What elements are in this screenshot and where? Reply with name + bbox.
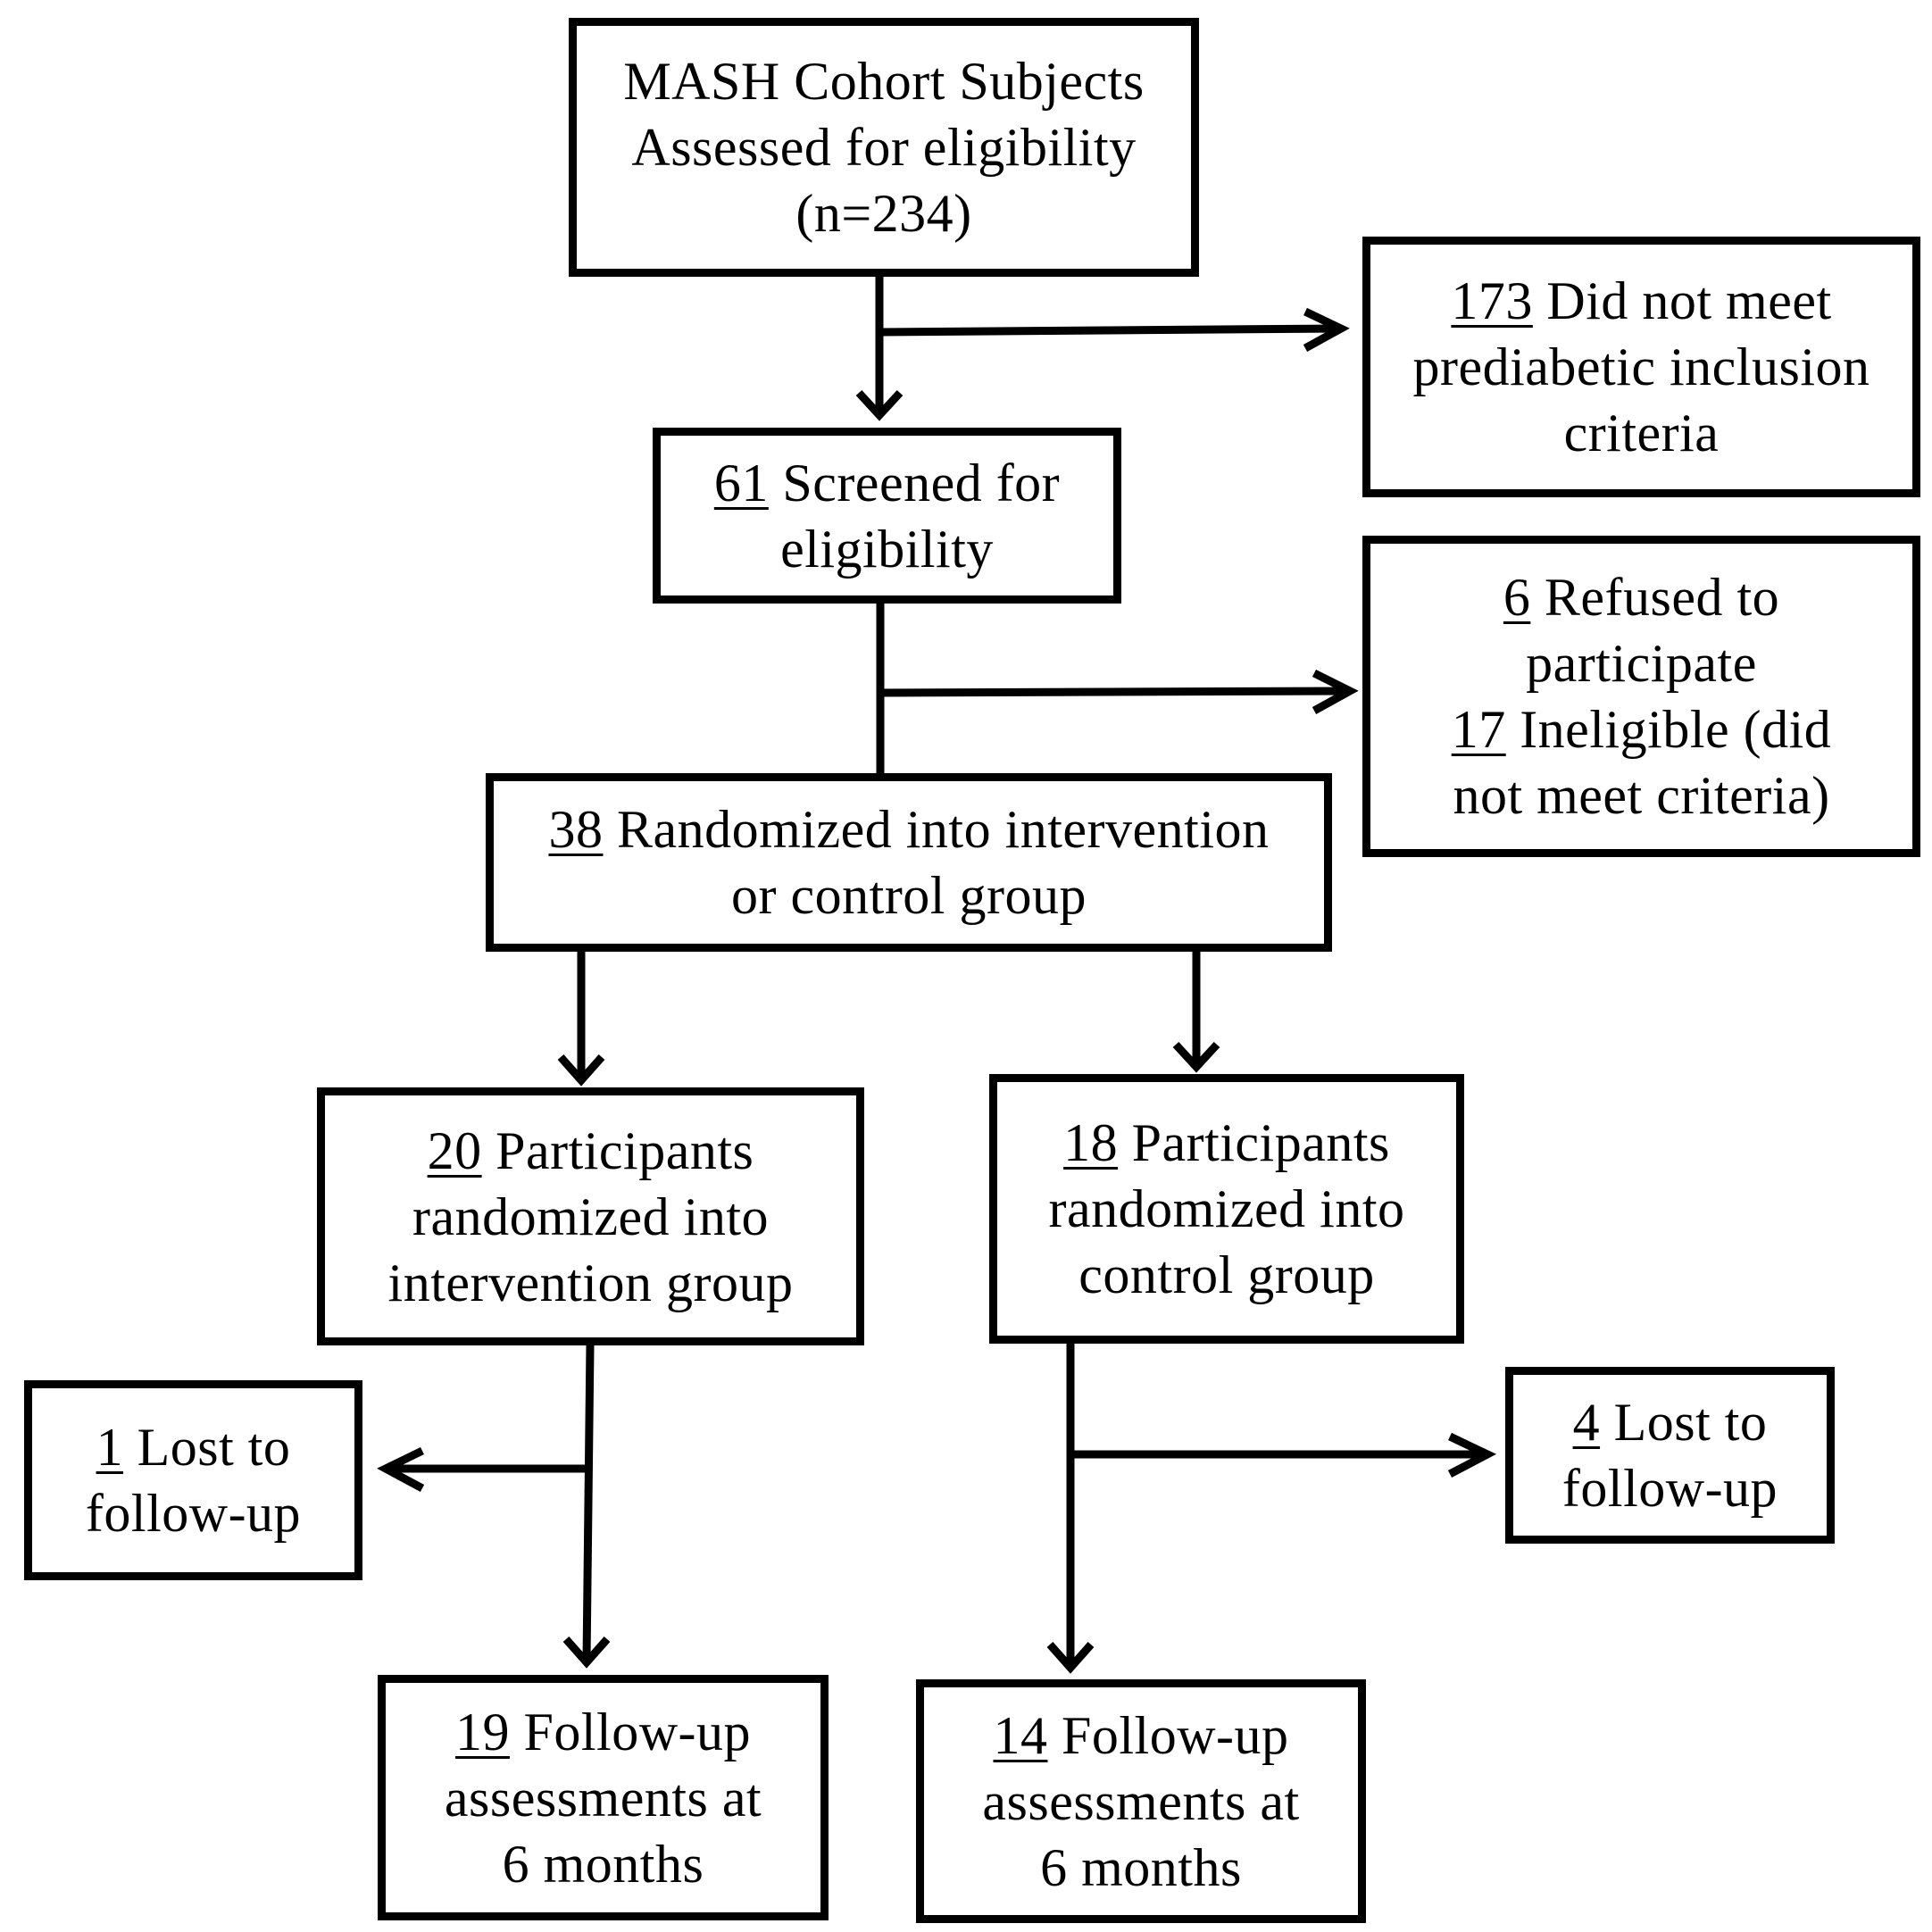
box-text-line: 38 Randomized into intervention [548, 796, 1269, 862]
count-number: 38 [548, 800, 604, 859]
box-text-line: prediabetic inclusion [1412, 337, 1870, 396]
lost-to-followup-control-box: 4 Lost to follow-up [1505, 1367, 1835, 1544]
count-number: 61 [713, 453, 769, 512]
box-text: Lost to [1600, 1393, 1768, 1452]
count-number: 18 [1063, 1113, 1119, 1172]
box-text-line: not meet criteria) [1453, 766, 1830, 825]
assessed-eligibility-box: MASH Cohort Subjects Assessed for eligib… [569, 18, 1199, 277]
box-text-line: 61 Screened for [714, 450, 1060, 516]
box-text: Screened for [768, 453, 1061, 512]
connector-intervention-to-followup [582, 1345, 595, 1661]
box-text-line: or control group [731, 866, 1087, 925]
box-text-line: assessments at [444, 1768, 762, 1828]
box-text: Lost to [123, 1418, 291, 1477]
box-text-line: randomized into [1048, 1179, 1405, 1238]
arrowhead-followup-control [1046, 1642, 1095, 1674]
followup-control-box: 14 Follow-up assessments at 6 months [916, 1679, 1366, 1923]
arrowhead-excluded-prediabetic [1303, 307, 1350, 352]
box-text-line: eligibility [780, 519, 994, 579]
box-text-line: participate [1526, 634, 1757, 693]
box-text-line: 173 Did not meet [1451, 268, 1831, 334]
count-number: 4 [1572, 1393, 1601, 1452]
box-text-line: Assessed for eligibility [631, 118, 1137, 177]
arrowhead-screened [855, 389, 904, 421]
box-text-line: 6 months [1040, 1837, 1242, 1897]
box-text-line: follow-up [1561, 1459, 1778, 1518]
box-text: Follow-up [1047, 1705, 1289, 1765]
box-text: Participants [481, 1120, 754, 1180]
box-text-line: follow-up [85, 1484, 302, 1543]
box-text: Refused to [1530, 568, 1780, 627]
count-number: 20 [427, 1120, 482, 1180]
box-text-line: MASH Cohort Subjects [623, 52, 1145, 111]
box-text-line: 1 Lost to [96, 1414, 291, 1480]
count-number: 1 [96, 1418, 124, 1477]
excluded-prediabetic-box: 173 Did not meet prediabetic inclusion c… [1362, 237, 1920, 497]
box-text-line: 20 Participants [428, 1118, 754, 1184]
arrowhead-control [1172, 1041, 1220, 1073]
count-number: 19 [454, 1702, 510, 1761]
excluded-screening-box: 6 Refused to participate 17 Ineligible (… [1362, 536, 1920, 857]
count-number: 173 [1451, 271, 1533, 330]
arrowhead-lost-control [1447, 1432, 1497, 1478]
box-text-line: 17 Ineligible (did [1452, 696, 1832, 762]
arrowhead-followup-intervention [562, 1636, 611, 1669]
box-text: Follow-up [509, 1702, 752, 1761]
screened-box: 61 Screened for eligibility [653, 428, 1121, 604]
box-text-line: randomized into [412, 1187, 770, 1246]
connector-screened-to-excluded [879, 687, 1349, 697]
box-text: Did not meet [1532, 271, 1832, 330]
randomized-box: 38 Randomized into intervention or contr… [486, 773, 1332, 952]
intervention-group-box: 20 Participants randomized into interven… [317, 1087, 864, 1345]
box-text-line: 19 Follow-up [455, 1699, 751, 1765]
box-text-line: (n=234) [795, 184, 972, 243]
box-text-line: criteria [1563, 404, 1720, 462]
connector-start-to-excluded [879, 324, 1340, 337]
box-text: Randomized into intervention [603, 800, 1270, 859]
box-text-line: 6 months [502, 1834, 704, 1894]
count-number: 14 [993, 1705, 1048, 1765]
box-text: Participants [1118, 1113, 1390, 1172]
box-text-line: 18 Participants [1063, 1110, 1390, 1176]
box-text-line: assessments at [982, 1771, 1300, 1831]
arrowhead-intervention [557, 1054, 605, 1087]
control-group-box: 18 Participants randomized into control … [989, 1074, 1464, 1344]
box-text-line: 6 Refused to [1503, 564, 1779, 630]
lost-to-followup-intervention-box: 1 Lost to follow-up [24, 1380, 362, 1580]
count-number: 6 [1503, 568, 1531, 627]
count-number: 17 [1451, 700, 1506, 759]
box-text-line: 14 Follow-up [993, 1703, 1288, 1769]
box-text-line: control group [1078, 1245, 1375, 1304]
box-text: Ineligible (did [1505, 700, 1832, 759]
box-text-line: intervention group [387, 1253, 794, 1312]
arrowhead-lost-intervention [377, 1446, 425, 1492]
arrowhead-excluded-screening [1312, 669, 1359, 714]
box-text-line: 4 Lost to [1573, 1389, 1768, 1455]
followup-intervention-box: 19 Follow-up assessments at 6 months [378, 1675, 829, 1920]
